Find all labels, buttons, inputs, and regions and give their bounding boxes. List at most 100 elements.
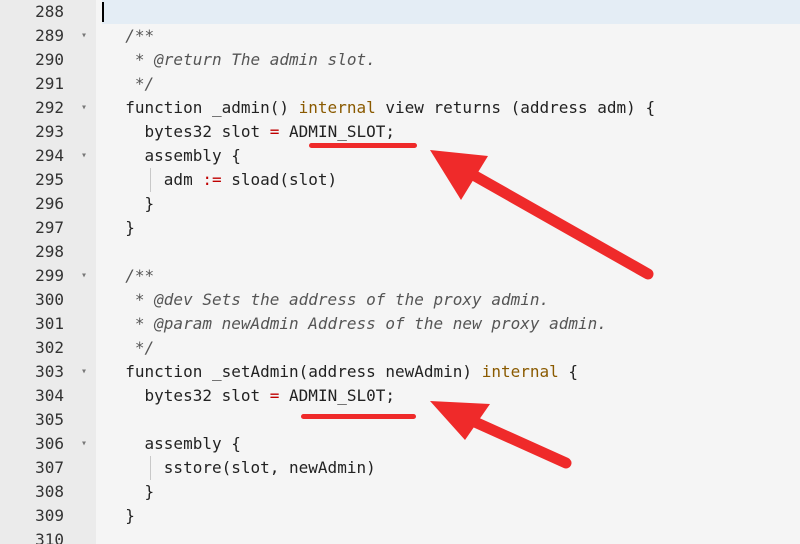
code-token: ADMIN_SLOT; <box>279 122 395 141</box>
code-text[interactable]: /** <box>102 24 800 48</box>
code-token: } <box>106 218 135 237</box>
code-line[interactable]: 305 <box>0 408 800 432</box>
chevron-down-icon[interactable]: ▾ <box>80 30 88 41</box>
indent-guide <box>150 456 151 480</box>
code-line[interactable]: 297 } <box>0 216 800 240</box>
code-text[interactable]: */ <box>102 72 800 96</box>
code-text[interactable]: } <box>102 504 800 528</box>
chevron-down-icon[interactable]: ▾ <box>80 366 88 377</box>
code-token: } <box>106 482 155 501</box>
code-token: /** <box>106 266 155 285</box>
line-number: 310 <box>35 530 64 544</box>
code-line[interactable]: 307 sstore(slot, newAdmin) <box>0 456 800 480</box>
code-text[interactable]: function _admin() internal view returns … <box>102 96 800 120</box>
line-number: 302 <box>35 338 64 357</box>
code-text[interactable]: } <box>102 192 800 216</box>
code-token: } <box>106 194 155 213</box>
code-token: function _admin() <box>106 98 299 117</box>
code-text[interactable]: */ <box>102 336 800 360</box>
code-token: */ <box>106 338 155 357</box>
line-number: 301 <box>35 314 64 333</box>
code-line[interactable]: 290 * @return The admin slot. <box>0 48 800 72</box>
code-token: bytes32 slot <box>106 386 270 405</box>
code-text[interactable]: function _setAdmin(address newAdmin) int… <box>102 360 800 384</box>
code-token: } <box>106 506 135 525</box>
code-text[interactable]: sstore(slot, newAdmin) <box>102 456 800 480</box>
code-token: sload(slot) <box>221 170 338 189</box>
line-number: 306 <box>35 434 64 453</box>
line-number: 296 <box>35 194 64 213</box>
code-line[interactable]: 298 <box>0 240 800 264</box>
code-token: view returns (address adm) { <box>375 98 656 117</box>
code-token: * @return The admin slot. <box>106 50 376 69</box>
code-line[interactable]: 304 bytes32 slot = ADMIN_SL0T; <box>0 384 800 408</box>
code-text[interactable] <box>102 408 800 432</box>
code-line[interactable]: 309 } <box>0 504 800 528</box>
code-line[interactable]: 288 <box>0 0 800 24</box>
text-cursor <box>102 2 104 22</box>
code-text[interactable] <box>102 240 800 264</box>
line-number: 291 <box>35 74 64 93</box>
code-text[interactable]: * @dev Sets the address of the proxy adm… <box>102 288 800 312</box>
code-line[interactable]: 306 ▾ assembly { <box>0 432 800 456</box>
line-number: 308 <box>35 482 64 501</box>
code-line[interactable]: 289 ▾ /** <box>0 24 800 48</box>
code-token: */ <box>106 74 155 93</box>
code-line[interactable]: 299▾ /** <box>0 264 800 288</box>
code-token: /** <box>106 26 155 45</box>
code-line[interactable]: 301 * @param newAdmin Address of the new… <box>0 312 800 336</box>
chevron-down-icon[interactable]: ▾ <box>80 150 88 161</box>
line-number: 303 <box>35 362 64 381</box>
code-text[interactable]: assembly { <box>102 432 800 456</box>
code-text[interactable]: } <box>102 480 800 504</box>
code-line[interactable]: 294▾ assembly { <box>0 144 800 168</box>
code-line[interactable]: 296 } <box>0 192 800 216</box>
code-token: * @dev Sets the address of the proxy adm… <box>106 290 550 309</box>
line-number: 305 <box>35 410 64 429</box>
line-number: 293 <box>35 122 64 141</box>
code-token: := <box>202 170 222 189</box>
code-line[interactable]: 293 bytes32 slot = ADMIN_SLOT; <box>0 120 800 144</box>
annotation-underline-admin-slot <box>309 143 417 148</box>
chevron-down-icon[interactable]: ▾ <box>80 102 88 113</box>
code-line[interactable]: 303 ▾ function _setAdmin(address newAdmin… <box>0 360 800 384</box>
line-number: 289 <box>35 26 64 45</box>
line-number: 295 <box>35 170 64 189</box>
line-number: 300 <box>35 290 64 309</box>
chevron-down-icon[interactable]: ▾ <box>80 270 88 281</box>
indent-guide <box>150 168 151 192</box>
annotation-underline-admin-sl0t <box>301 414 416 419</box>
code-line[interactable]: 300 * @dev Sets the address of the proxy… <box>0 288 800 312</box>
chevron-down-icon[interactable]: ▾ <box>80 438 88 449</box>
code-token: ADMIN_SL0T; <box>279 386 395 405</box>
code-line[interactable]: 292▾ function _admin() internal view ret… <box>0 96 800 120</box>
code-text[interactable]: * @return The admin slot. <box>102 48 800 72</box>
code-token: sstore(slot, newAdmin) <box>106 458 376 477</box>
code-text[interactable] <box>102 528 800 544</box>
code-text[interactable]: * @param newAdmin Address of the new pro… <box>102 312 800 336</box>
code-line[interactable]: 310 <box>0 528 800 544</box>
code-token: internal <box>481 362 559 381</box>
code-text[interactable]: assembly { <box>102 144 800 168</box>
code-text[interactable]: } <box>102 216 800 240</box>
code-text[interactable]: /** <box>102 264 800 288</box>
code-token: assembly { <box>106 434 241 453</box>
line-number: 297 <box>35 218 64 237</box>
code-text[interactable]: bytes32 slot = ADMIN_SLOT; <box>102 120 800 144</box>
line-number: 307 <box>35 458 64 477</box>
code-text[interactable]: bytes32 slot = ADMIN_SL0T; <box>102 384 800 408</box>
line-number: 304 <box>35 386 64 405</box>
code-text[interactable] <box>102 0 800 24</box>
line-number: 290 <box>35 50 64 69</box>
code-line[interactable]: 302 */ <box>0 336 800 360</box>
code-token: function _setAdmin(address newAdmin) <box>106 362 482 381</box>
code-line[interactable]: 295 adm := sload(slot) <box>0 168 800 192</box>
code-line[interactable]: 291 */ <box>0 72 800 96</box>
line-number-gutter <box>0 0 96 544</box>
code-token: assembly { <box>106 146 241 165</box>
code-token: * @param newAdmin Address of the new pro… <box>106 314 607 333</box>
code-text[interactable]: adm := sload(slot) <box>102 168 800 192</box>
code-line[interactable]: 308 } <box>0 480 800 504</box>
